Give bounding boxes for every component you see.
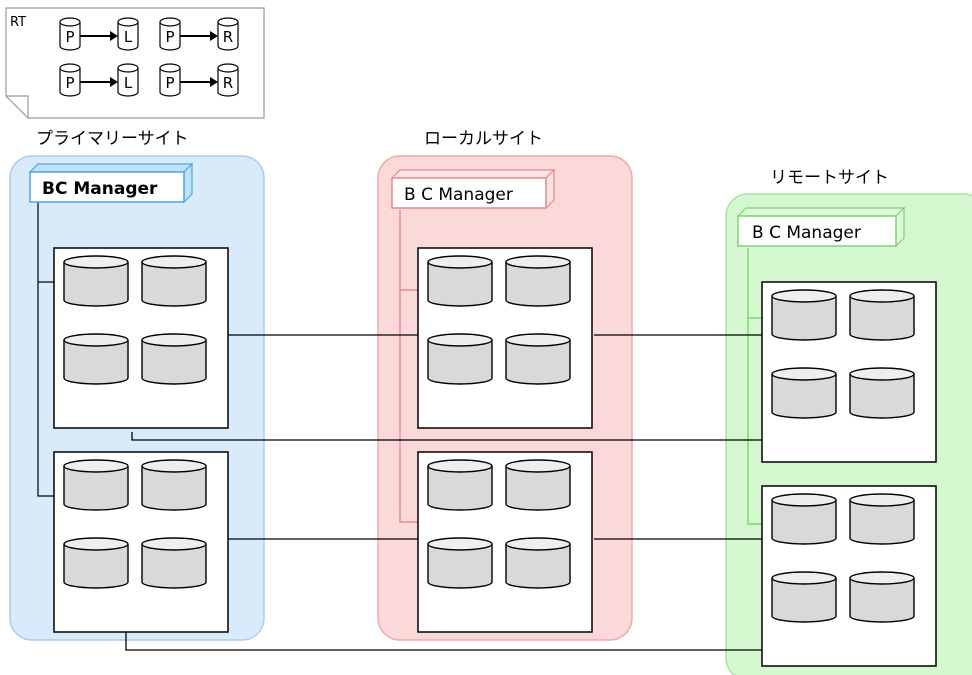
primary-storage-2 <box>53 451 229 633</box>
volume-disk-icon <box>849 289 915 341</box>
volume-disk-icon <box>141 255 207 307</box>
local-bus <box>399 210 418 523</box>
volume-disk-icon <box>63 255 129 307</box>
volume-disk-icon <box>63 537 129 589</box>
legend-volume-label: P <box>65 28 74 46</box>
volume-disk-icon <box>771 367 837 419</box>
legend-arrowhead <box>210 77 218 87</box>
remote-bc-manager: B C Manager <box>736 206 906 248</box>
remote-site-label: リモートサイト <box>770 168 889 188</box>
volume-disk-icon <box>505 537 571 589</box>
legend-corner-label: RT <box>10 15 26 30</box>
volume-disk-icon <box>141 537 207 589</box>
legend-volume-label: L <box>124 74 133 92</box>
legend-disk-flow: P L P R P L P R <box>59 17 239 97</box>
link-primary1-remote1 <box>131 432 762 441</box>
legend-volume-label: R <box>223 28 233 46</box>
primary-bc-manager: BC Manager <box>28 162 194 204</box>
local-storage-1 <box>417 247 593 429</box>
volume-disk-icon <box>771 493 837 545</box>
legend-volume-label: R <box>223 74 233 92</box>
volume-disk-icon <box>849 571 915 623</box>
local-storage-2 <box>417 451 593 633</box>
remote-bc-manager-label: B C Manager <box>752 223 861 243</box>
local-bc-manager: B C Manager <box>390 168 556 210</box>
volume-disk-icon <box>427 255 493 307</box>
volume-disk-icon <box>771 571 837 623</box>
volume-disk-icon <box>505 459 571 511</box>
volume-disk-icon <box>849 493 915 545</box>
volume-disk-icon <box>849 367 915 419</box>
remote-storage-2 <box>761 485 937 667</box>
primary-storage-1 <box>53 247 229 429</box>
primary-site-label: プライマリーサイト <box>36 129 189 149</box>
volume-disk-icon <box>771 289 837 341</box>
volume-disk-icon <box>63 333 129 385</box>
local-site-label: ローカルサイト <box>424 129 543 149</box>
legend-arrowhead <box>110 31 118 41</box>
volume-disk-icon <box>63 459 129 511</box>
volume-disk-icon <box>141 333 207 385</box>
legend-volume-label: P <box>165 28 174 46</box>
primary-bc-manager-label: BC Manager <box>42 179 158 199</box>
volume-disk-icon <box>141 459 207 511</box>
volume-disk-icon <box>505 255 571 307</box>
legend-arrowhead <box>110 77 118 87</box>
volume-disk-icon <box>427 459 493 511</box>
volume-disk-icon <box>505 333 571 385</box>
volume-disk-icon <box>427 537 493 589</box>
remote-storage-1 <box>761 281 937 463</box>
replication-links <box>125 334 775 651</box>
local-bc-manager-label: B C Manager <box>404 185 513 205</box>
remote-bus <box>747 248 762 525</box>
legend-volume-label: P <box>65 74 74 92</box>
legend-arrowhead <box>210 31 218 41</box>
primary-bus <box>37 202 54 497</box>
legend-volume-label: P <box>165 74 174 92</box>
volume-disk-icon <box>427 333 493 385</box>
storage-systems <box>53 247 937 667</box>
legend-volume-label: L <box>124 28 133 46</box>
